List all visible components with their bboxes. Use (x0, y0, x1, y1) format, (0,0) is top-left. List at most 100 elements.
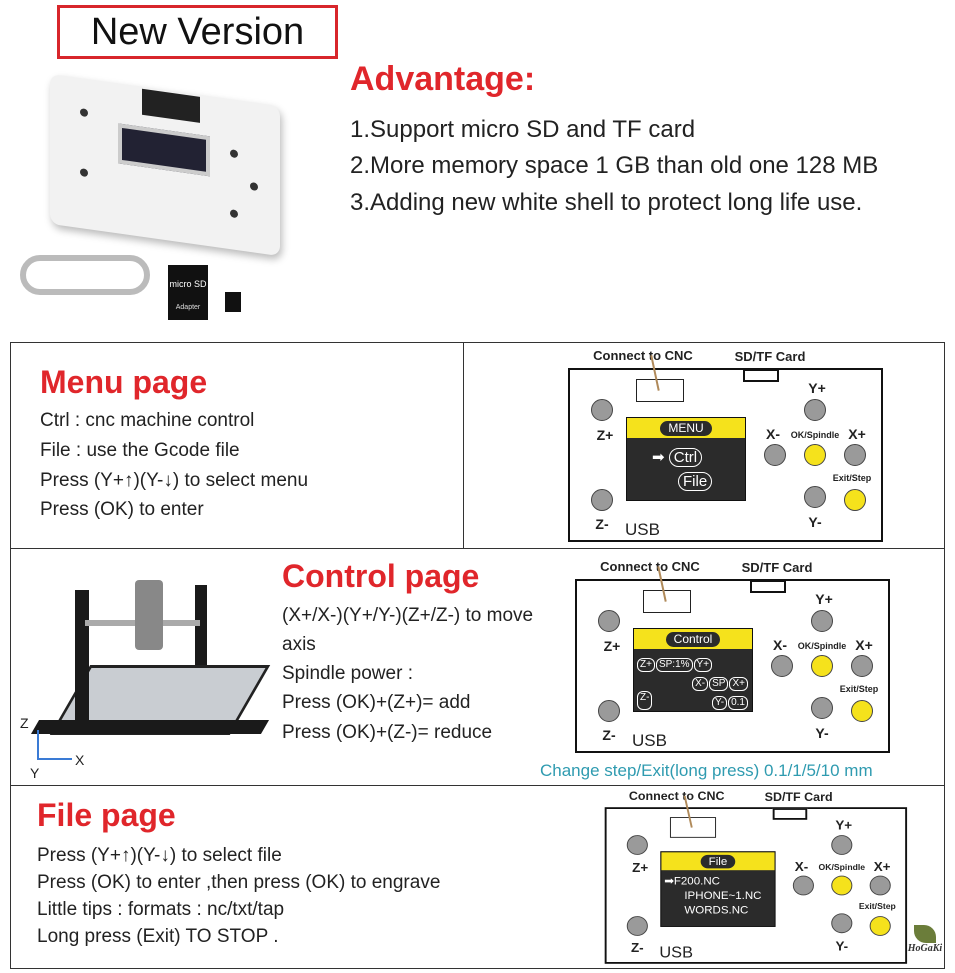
sd-card-slot (743, 369, 779, 382)
controller-shell (50, 73, 280, 257)
chip: Z- (637, 691, 653, 710)
screen-header: MENU (660, 420, 712, 436)
y-plus-label: Y+ (815, 591, 833, 607)
file-line: Press (OK) to enter ,then press (OK) to … (37, 872, 441, 893)
chip: SP:1% (655, 658, 693, 672)
z-plus-label: Z+ (603, 638, 621, 654)
x-minus-label: X- (766, 426, 780, 442)
z-minus-button[interactable] (598, 700, 620, 722)
ok-spindle-label: OK/Spindle (790, 430, 840, 440)
z-minus-label: Z- (630, 940, 644, 955)
screen-header: File (700, 854, 735, 868)
leaf-house-icon (914, 925, 936, 943)
ok-spindle-button[interactable] (811, 655, 833, 677)
ok-spindle-button[interactable] (831, 875, 853, 896)
x-minus-label: X- (794, 859, 809, 874)
exit-step-label: Exit/Step (839, 684, 879, 694)
product-photo: micro SD Adapter (20, 70, 340, 330)
exit-step-label: Exit/Step (832, 473, 872, 483)
gantry (195, 585, 207, 665)
menu-line: File : use the Gcode file (40, 440, 240, 461)
file-screen: File ➡F200.NC IPHONE~1.NC WORDS.NC (660, 851, 776, 927)
menu-screen: MENU ➡ Ctrl File (626, 417, 746, 501)
usb-label: USB (632, 731, 667, 750)
adapter-label: Adapter (175, 304, 201, 311)
y-minus-label: Y- (808, 514, 822, 530)
x-minus-label: X- (773, 637, 787, 653)
divider (463, 343, 464, 548)
file-page-title: File page (37, 797, 176, 833)
file-line: Long press (Exit) TO STOP . (37, 926, 279, 947)
advantage-item: 1.Support micro SD and TF card (350, 116, 696, 143)
chip: X+ (729, 677, 748, 691)
axis-x-label: X (75, 752, 85, 768)
gantry (75, 590, 89, 720)
menu-page-title: Menu page (40, 364, 208, 400)
usb-label: USB (625, 520, 660, 539)
z-minus-button[interactable] (591, 489, 613, 511)
header-connector (142, 88, 200, 123)
x-minus-button[interactable] (771, 655, 793, 677)
sd-card-slot (772, 808, 808, 820)
ok-spindle-label: OK/Spindle (797, 641, 847, 651)
axis-y-label: Y (30, 765, 40, 781)
z-plus-button[interactable] (626, 835, 648, 855)
z-minus-button[interactable] (626, 916, 648, 936)
sd-tf-card-label: SD/TF Card (734, 349, 806, 364)
file-item: F200.NC (673, 874, 720, 888)
y-plus-button[interactable] (804, 399, 826, 421)
control-line: Spindle power : (282, 663, 413, 684)
exit-step-button[interactable] (844, 489, 866, 511)
button-dot (250, 181, 258, 192)
y-minus-button[interactable] (804, 486, 826, 508)
exit-step-button[interactable] (851, 700, 873, 722)
divider (11, 548, 944, 549)
y-minus-button[interactable] (831, 913, 853, 934)
arrow-right-icon: ➡ (664, 874, 674, 888)
button-dot (230, 209, 238, 219)
x-plus-label: X+ (855, 637, 873, 653)
button-dot (80, 168, 88, 178)
instructions-table (10, 342, 945, 969)
y-plus-label: Y+ (808, 380, 826, 396)
advantage-title: Advantage: (350, 60, 536, 98)
ok-spindle-button[interactable] (804, 444, 826, 466)
z-plus-button[interactable] (598, 610, 620, 632)
micro-sd-card (225, 292, 241, 312)
sd-tf-card-label: SD/TF Card (764, 790, 833, 804)
control-line: axis (282, 634, 316, 655)
x-plus-label: X+ (873, 859, 891, 874)
control-line: (X+/X-)(Y+/Y-)(Z+/Z-) to move (282, 605, 534, 626)
x-plus-button[interactable] (851, 655, 873, 677)
z-plus-label: Z+ (632, 860, 649, 875)
y-plus-label: Y+ (835, 818, 853, 833)
ribbon-cable (20, 255, 150, 295)
file-line: Little tips : formats : nc/txt/tap (37, 899, 285, 920)
exit-step-button[interactable] (869, 916, 891, 936)
advantage-item: 3.Adding new white shell to protect long… (350, 189, 863, 216)
z-plus-button[interactable] (591, 399, 613, 421)
hogaki-logo: HoGaKi (897, 925, 953, 970)
menu-line: Ctrl : cnc machine control (40, 410, 255, 431)
y-plus-button[interactable] (811, 610, 833, 632)
sd-adapter: micro SD Adapter (168, 265, 208, 320)
x-minus-button[interactable] (792, 875, 814, 896)
connect-to-cnc-label: Connect to CNC (593, 348, 693, 363)
usb-label: USB (659, 944, 693, 962)
connect-to-cnc-label: Connect to CNC (600, 559, 700, 574)
z-minus-label: Z- (602, 727, 616, 743)
z-plus-label: Z+ (596, 427, 614, 443)
new-version-banner: New Version (57, 5, 338, 59)
y-minus-button[interactable] (811, 697, 833, 719)
x-plus-button[interactable] (844, 444, 866, 466)
file-item: WORDS.NC (684, 903, 749, 917)
button-dot (80, 108, 88, 118)
connect-to-cnc-label: Connect to CNC (628, 789, 725, 803)
y-plus-button[interactable] (831, 835, 853, 855)
x-minus-button[interactable] (764, 444, 786, 466)
x-plus-button[interactable] (869, 875, 891, 896)
micro-sd-label: micro SD (169, 279, 207, 289)
